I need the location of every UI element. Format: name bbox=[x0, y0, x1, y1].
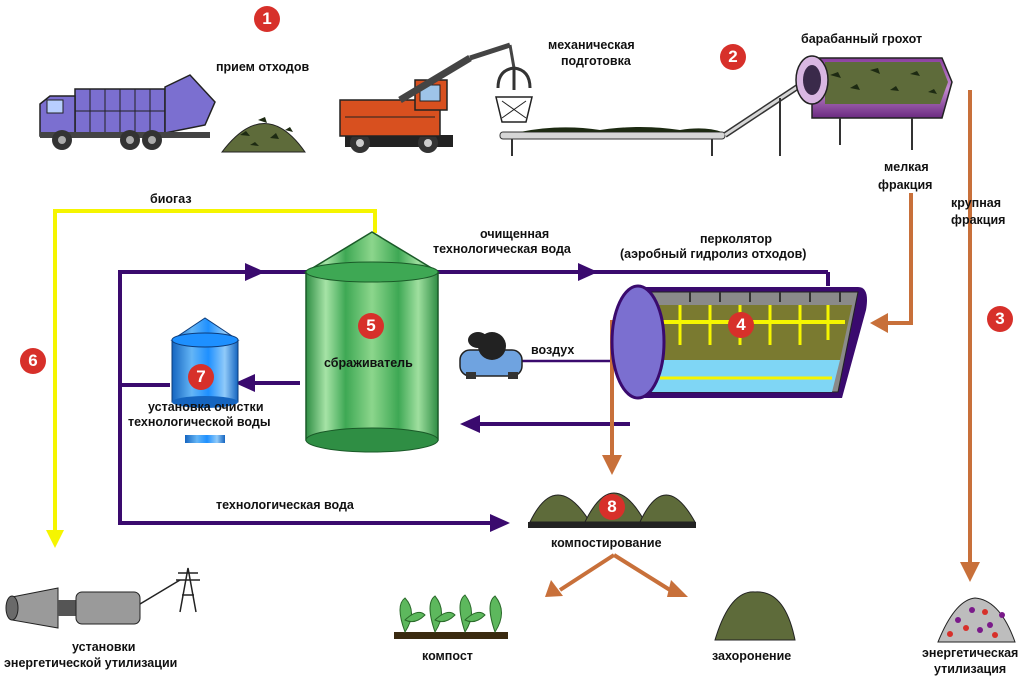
landfill-label: захоронение bbox=[712, 649, 792, 663]
compost-plants bbox=[394, 594, 508, 639]
energy-units bbox=[5, 567, 200, 629]
step-4-badge: 4 bbox=[728, 312, 754, 338]
step-8-badge: 8 bbox=[599, 494, 625, 520]
coarse-fraction-label-line2: фракция bbox=[951, 213, 1006, 227]
step-1-badge: 1 bbox=[254, 6, 280, 32]
energy-utilization-label-line2: утилизация bbox=[934, 662, 1007, 676]
hopper-conveyor bbox=[495, 77, 810, 156]
percolator-label-line2: (аэробный гидролиз отходов) bbox=[620, 247, 807, 261]
drum-screen-label: барабанный грохот bbox=[801, 32, 923, 46]
step-2-badge: 2 bbox=[720, 44, 746, 70]
percolator-label-line1: перколятор bbox=[700, 232, 773, 246]
air-label: воздух bbox=[531, 343, 575, 357]
landfill-mound bbox=[714, 591, 796, 641]
water-treatment-label-line1: установка очистки bbox=[148, 400, 264, 414]
energy-units-label-line2: энергетической утилизации bbox=[4, 656, 178, 670]
composting-label: компостирование bbox=[551, 536, 662, 550]
step-7-badge: 7 bbox=[188, 364, 214, 390]
garbage-truck bbox=[39, 74, 216, 150]
process-water-arrowheads bbox=[235, 263, 598, 532]
compost-label: компост bbox=[422, 649, 473, 663]
energy-utilization-label-line1: энергетическая bbox=[922, 646, 1019, 660]
drum-screen bbox=[795, 55, 953, 150]
fine-fraction-label-line2: фракция bbox=[878, 178, 933, 192]
energy-heap bbox=[937, 597, 1016, 643]
waste-reception-label: прием отходов bbox=[216, 60, 310, 74]
excavator bbox=[339, 42, 532, 153]
mechanical-prep-label-line1: механическая bbox=[548, 38, 635, 52]
purified-water-label-line1: очищенная bbox=[480, 227, 550, 241]
step-3-badge: 3 bbox=[987, 306, 1013, 332]
energy-units-label-line1: установки bbox=[72, 640, 136, 654]
process-water-label: технологическая вода bbox=[216, 498, 354, 512]
solid-flow-arrowheads bbox=[545, 313, 980, 597]
waste-pile bbox=[220, 117, 306, 153]
digester-tank bbox=[303, 231, 441, 453]
water-treatment-label-line2: технологической воды bbox=[128, 415, 271, 429]
purified-water-label-line2: технологическая вода bbox=[433, 242, 571, 256]
percolator bbox=[610, 284, 867, 400]
digester-label: сбраживатель bbox=[324, 356, 413, 370]
step-5-badge: 5 bbox=[358, 313, 384, 339]
air-compressor bbox=[459, 332, 523, 379]
coarse-fraction-label-line1: крупная bbox=[951, 196, 1002, 210]
step-6-badge: 6 bbox=[20, 348, 46, 374]
mechanical-prep-label-line2: подготовка bbox=[561, 54, 631, 68]
fine-fraction-label-line1: мелкая bbox=[884, 160, 929, 174]
biogas-label: биогаз bbox=[150, 192, 192, 206]
biogas-line bbox=[46, 209, 377, 548]
